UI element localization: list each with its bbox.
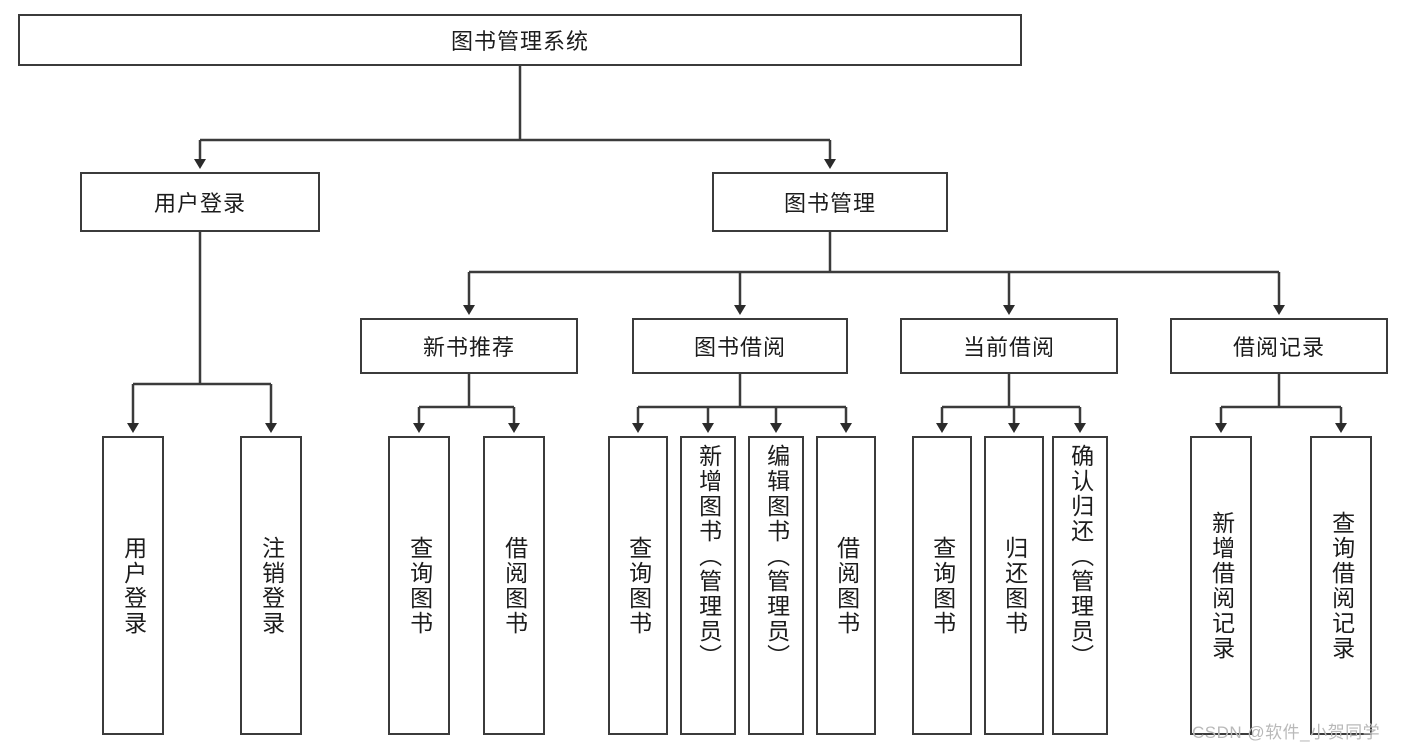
node-book-management-system[interactable]: 图书管理系统 <box>18 14 1022 66</box>
node-label: 查询图书 <box>625 535 652 636</box>
csdn-watermark: CSDN @软件_小贺同学 <box>1192 723 1381 742</box>
node-leaf-query-book-2[interactable]: 查询图书 <box>608 436 668 735</box>
node-leaf-confirm-return-admin[interactable]: 确认归还（管理员） <box>1052 436 1108 735</box>
node-leaf-edit-book-admin[interactable]: 编辑图书（管理员） <box>748 436 804 735</box>
node-label: 用户登录 <box>120 535 147 636</box>
node-label: 查询借阅记录 <box>1328 510 1355 661</box>
node-current-borrow[interactable]: 当前借阅 <box>900 318 1118 374</box>
node-label: 编辑图书（管理员） <box>763 444 790 669</box>
node-label: 当前借阅 <box>962 335 1055 360</box>
node-user-login[interactable]: 用户登录 <box>80 172 320 232</box>
node-leaf-query-borrow-record[interactable]: 查询借阅记录 <box>1310 436 1372 735</box>
node-label: 查询图书 <box>929 535 956 636</box>
node-label: 注销登录 <box>258 535 285 636</box>
node-leaf-logout-login[interactable]: 注销登录 <box>240 436 302 735</box>
node-borrow-record[interactable]: 借阅记录 <box>1170 318 1388 374</box>
node-new-book-recommend[interactable]: 新书推荐 <box>360 318 578 374</box>
node-label: 图书借阅 <box>693 335 786 360</box>
node-label: 新书推荐 <box>422 335 515 360</box>
node-label: 借阅记录 <box>1232 335 1325 360</box>
node-leaf-query-book-3[interactable]: 查询图书 <box>912 436 972 735</box>
node-leaf-return-book[interactable]: 归还图书 <box>984 436 1044 735</box>
node-label: 借阅图书 <box>501 535 528 636</box>
node-label: 新增借阅记录 <box>1208 510 1235 661</box>
node-leaf-borrow-book-1[interactable]: 借阅图书 <box>483 436 545 735</box>
node-label: 图书管理系统 <box>450 29 589 54</box>
node-label: 归还图书 <box>1001 535 1028 636</box>
node-label: 用户登录 <box>153 191 246 216</box>
node-leaf-query-book-1[interactable]: 查询图书 <box>388 436 450 735</box>
node-leaf-add-borrow-record[interactable]: 新增借阅记录 <box>1190 436 1252 735</box>
node-label: 新增图书（管理员） <box>695 444 722 669</box>
node-leaf-borrow-book-2[interactable]: 借阅图书 <box>816 436 876 735</box>
node-label: 图书管理 <box>783 191 876 216</box>
node-leaf-user-login[interactable]: 用户登录 <box>102 436 164 735</box>
node-book-management[interactable]: 图书管理 <box>712 172 948 232</box>
node-label: 确认归还（管理员） <box>1067 444 1094 669</box>
node-leaf-add-book-admin[interactable]: 新增图书（管理员） <box>680 436 736 735</box>
node-label: 借阅图书 <box>833 535 860 636</box>
node-book-borrow[interactable]: 图书借阅 <box>632 318 848 374</box>
node-label: 查询图书 <box>406 535 433 636</box>
